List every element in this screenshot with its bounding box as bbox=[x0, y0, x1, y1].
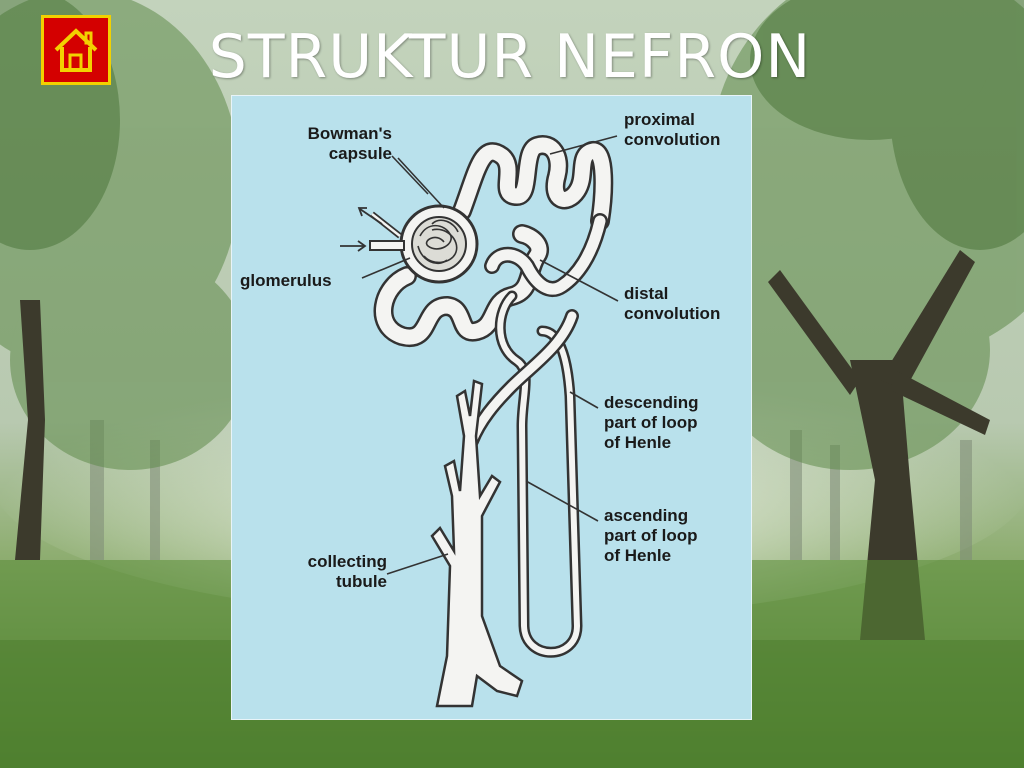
home-button[interactable] bbox=[41, 15, 111, 85]
loop-of-henle bbox=[494, 290, 583, 658]
nephron-diagram: Bowman's capsule glomerulus proximal con… bbox=[231, 95, 752, 720]
slide-title: STRUKTUR NEFRON bbox=[208, 22, 812, 92]
collecting-tubule-shape bbox=[430, 379, 524, 708]
label-ascending-loop: ascending part of loop of Henle bbox=[604, 506, 698, 565]
label-bowmans-capsule: Bowman's capsule bbox=[307, 124, 392, 163]
label-glomerulus: glomerulus bbox=[240, 271, 332, 290]
label-collecting-tubule: collecting tubule bbox=[307, 552, 387, 591]
label-distal-convolution: distal convolution bbox=[624, 284, 721, 323]
label-descending-loop: descending part of loop of Henle bbox=[604, 393, 699, 452]
home-icon bbox=[54, 28, 98, 72]
label-proximal-convolution: proximal convolution bbox=[624, 110, 721, 149]
nephron-drawing bbox=[340, 135, 619, 708]
